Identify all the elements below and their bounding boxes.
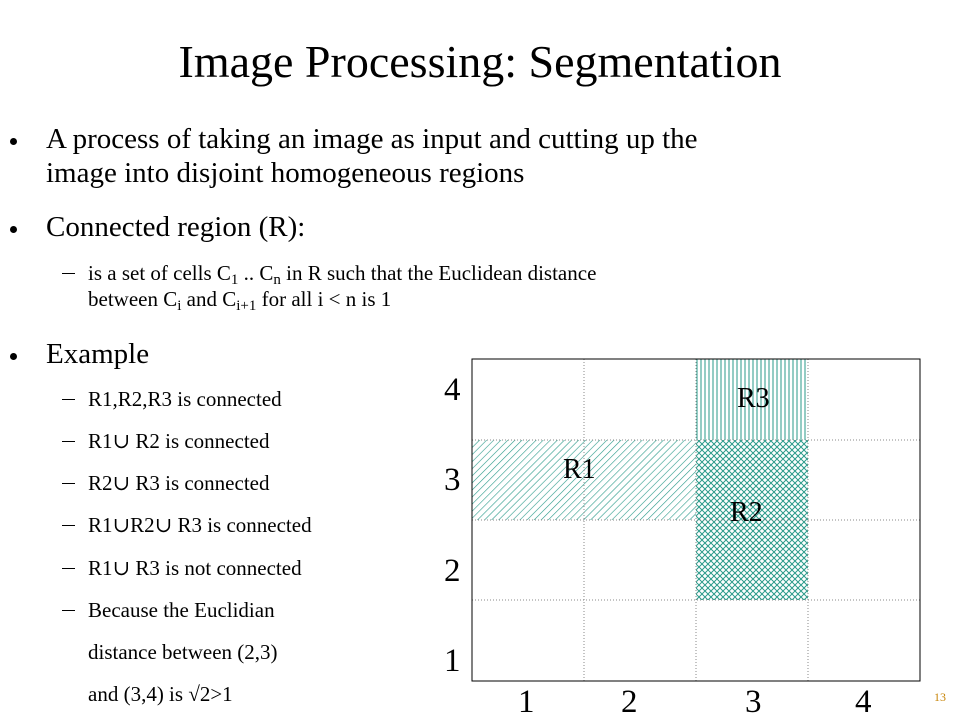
example-continuation: distance between (2,3) [88,640,278,664]
example-text: Because the Euclidian [88,598,275,622]
definition-line-2: between Ci and Ci+1 for all i < n is 1 [88,287,392,314]
bullet-dot-icon [10,353,17,360]
definition-line-1: is a set of cells C1 .. Cn in R such tha… [88,261,597,288]
sub-bullet-definition: is a set of cells C1 .. Cn in R such tha… [0,260,900,316]
bullet-connected-region: Connected region (R): [0,210,900,244]
example-text: R1∪ R2 is connected [88,429,270,453]
x-axis-label: 3 [745,684,762,720]
example-continuation: and (3,4) is √2>1 [88,682,233,706]
dash-icon [62,441,75,442]
region-label-r2: R2 [730,497,763,528]
bullet-text: Example [46,338,150,370]
example-item: R1∪ R3 is not connected [0,555,430,581]
bullet-text: Connected region (R): [46,211,306,243]
example-text: R1∪ R3 is not connected [88,556,302,580]
region-r2-area [696,440,808,600]
example-item: Because the Euclidian [0,597,430,623]
bullet-dot-icon [10,226,17,233]
bullet-text: image into disjoint homogeneous regions [46,157,525,189]
dash-icon [62,483,75,484]
example-item: R1,R2,R3 is connected [0,386,430,412]
region-label-r1: R1 [563,454,596,485]
slide-title: Image Processing: Segmentation [178,36,782,87]
example-text: R2∪ R3 is connected [88,471,270,495]
dash-icon [62,610,75,611]
dash-icon [62,399,75,400]
bullet-example: Example [0,337,900,371]
y-axis-label: 3 [444,462,461,498]
grid-border [471,358,921,682]
x-axis-label: 1 [518,684,535,720]
x-axis-label: 4 [855,684,872,720]
dash-icon [62,568,75,569]
example-item: R1∪ R2 is connected [0,428,430,454]
bullet-text: A process of taking an image as input an… [46,123,698,155]
y-axis-label: 2 [444,553,461,589]
dash-icon [62,273,75,274]
page-number: 13 [934,690,946,704]
dash-icon [62,525,75,526]
region-r3-area [696,359,808,440]
y-axis-label: 1 [444,643,461,679]
y-axis-label: 4 [444,372,461,408]
example-text: R1,R2,R3 is connected [88,387,282,411]
bullet-process: A process of taking an image as input an… [0,122,900,192]
bullet-dot-icon [10,138,17,145]
example-text: R1∪R2∪ R3 is connected [88,513,312,537]
example-item: R2∪ R3 is connected [0,470,430,496]
example-item: R1∪R2∪ R3 is connected [0,512,430,538]
region-label-r3: R3 [737,383,770,414]
x-axis-label: 2 [621,684,638,720]
